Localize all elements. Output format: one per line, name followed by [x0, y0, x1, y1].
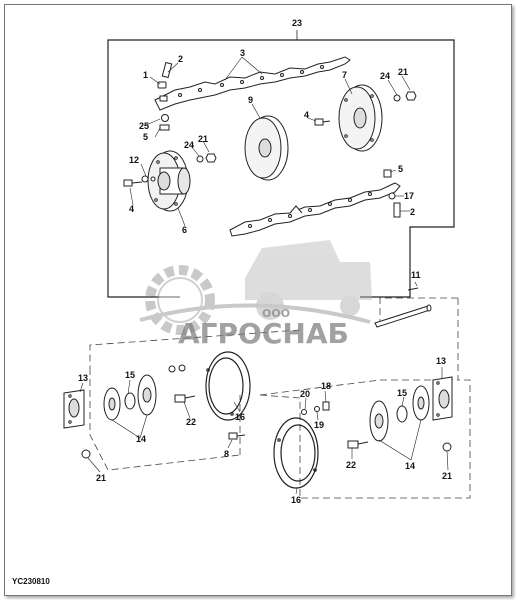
bearing-group-right [347, 376, 453, 452]
diagram-frame [4, 4, 512, 596]
gear-logo-icon [145, 265, 215, 335]
callout-13: 13 [78, 373, 88, 383]
callout-21d: 21 [96, 473, 106, 483]
ring-part-16-lower [273, 417, 319, 489]
leader-lines-lower [79, 367, 449, 495]
callout-5b: 5 [398, 164, 403, 174]
callout-15: 15 [125, 370, 135, 380]
callout-17: 17 [404, 191, 414, 201]
callout-16b: 16 [291, 495, 301, 505]
callout-13b: 13 [436, 356, 446, 366]
callout-14b: 14 [405, 461, 415, 471]
callout-16: 16 [235, 412, 245, 422]
callout-21: 21 [398, 67, 408, 77]
lower-dashed-outline [89, 297, 471, 499]
callout-4b: 4 [129, 204, 134, 214]
callout-24: 24 [380, 71, 390, 81]
callout-22b: 22 [346, 460, 356, 470]
callout-18: 18 [321, 381, 331, 391]
callout-22: 22 [186, 417, 196, 427]
sprocket-strip-lower [229, 182, 401, 237]
callout-23: 23 [292, 18, 302, 28]
watermark-big-text: АГРОСНАБ [178, 317, 349, 350]
callout-20: 20 [300, 389, 310, 399]
harvester-silhouette-icon [245, 240, 372, 320]
leader-lines-upper [129, 56, 418, 287]
bearing-group-left [63, 374, 196, 459]
watermark [139, 240, 372, 335]
callout-4: 4 [304, 110, 309, 120]
callout-2: 2 [178, 54, 183, 64]
callout-9: 9 [248, 95, 253, 105]
callout-14: 14 [136, 434, 146, 444]
callout-8: 8 [224, 449, 229, 459]
sprocket-strip-upper [154, 56, 351, 111]
disc-part-7 [338, 84, 383, 152]
shaft-part-11 [374, 287, 432, 328]
callout-3: 3 [240, 48, 245, 58]
callout-15b: 15 [397, 388, 407, 398]
callout-21c: 21 [442, 471, 452, 481]
callout-1: 1 [143, 70, 148, 80]
callout-11: 11 [411, 270, 421, 280]
hub-part-6 [147, 150, 191, 212]
callout-21b: 21 [198, 134, 208, 144]
callout-25: 25 [139, 121, 149, 131]
callout-19: 19 [314, 420, 324, 430]
disc-part-9 [244, 115, 289, 181]
ring-part-16-upper [205, 351, 251, 421]
callout-24b: 24 [184, 140, 194, 150]
figure-code: YC230810 [12, 577, 50, 586]
callout-5: 5 [143, 132, 148, 142]
hardware-upper [123, 61, 417, 218]
assembly-box [107, 39, 455, 298]
callout-7: 7 [342, 70, 347, 80]
watermark-small-text: ООО [262, 307, 290, 320]
callout-2b: 2 [410, 207, 415, 217]
callout-6: 6 [182, 225, 187, 235]
callout-12: 12 [129, 155, 139, 165]
